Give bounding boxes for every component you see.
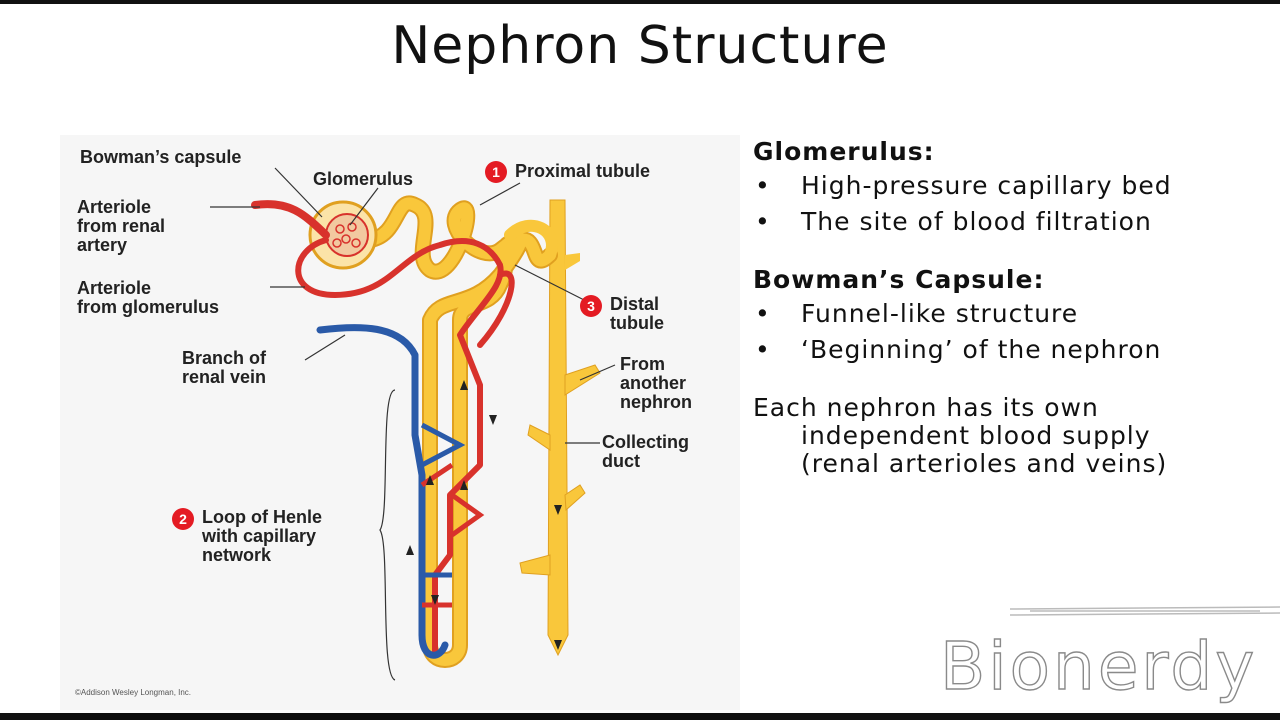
badge-distal: 3	[580, 295, 602, 317]
bullet-item: High-pressure capillary bed	[753, 172, 1193, 201]
label-from-another-nephron: From another nephron	[620, 354, 692, 412]
label-loop-text: Loop of Henle with capillary network	[202, 507, 322, 565]
label-bowmans-capsule: Bowman’s capsule	[80, 147, 242, 167]
afferent-arteriole	[251, 200, 330, 239]
label-collecting-duct: Collecting duct	[602, 432, 690, 471]
label-branch-of-renal-vein: Branch of renal vein	[182, 348, 267, 387]
label-proximal-text: Proximal tubule	[515, 160, 651, 181]
glomerulus-section: Glomerulus: High-pressure capillary bed …	[753, 137, 1193, 237]
label-arteriole-from-glomerulus: Arteriole from glomerulus	[77, 278, 220, 317]
watermark-underline	[1010, 606, 1280, 616]
bowmans-section: Bowman’s Capsule: Funnel-like structure …	[753, 265, 1193, 365]
top-border	[0, 0, 1280, 4]
badge-loop: 2	[172, 508, 194, 530]
bottom-border	[0, 713, 1280, 720]
notes-panel: Glomerulus: High-pressure capillary bed …	[753, 138, 1193, 478]
bullet-item: The site of blood filtration	[753, 208, 1193, 237]
nephron-diagram: Bowman’s capsule Glomerulus 1 Proximal tu…	[60, 135, 740, 710]
label-distal-text: Distal tubule	[610, 294, 664, 333]
watermark-logo: Bionerdy	[939, 627, 1258, 705]
label-distal-tubule: 3 Distal tubule	[580, 295, 664, 333]
bullet-item: Funnel-like structure	[753, 300, 1193, 329]
label-arteriole-from-renal-artery: Arteriole from renal artery	[77, 197, 166, 255]
label-proximal-tubule: 1 Proximal tubule	[485, 161, 650, 183]
nephron-illustration	[210, 167, 616, 681]
summary-text: Each nephron has its own independent blo…	[753, 393, 1168, 478]
label-loop-of-henle: 2 Loop of Henle with capillary network	[172, 508, 322, 565]
slide-title: Nephron Structure	[391, 16, 889, 76]
efferent-arteriole	[295, 237, 504, 658]
bullet-item: ‘Beginning’ of the nephron	[753, 336, 1193, 365]
image-credit: ©Addison Wesley Longman, Inc.	[75, 688, 192, 697]
label-glomerulus: Glomerulus	[313, 169, 414, 189]
badge-proximal: 1	[485, 161, 507, 183]
bowmans-heading: Bowman’s Capsule:	[753, 265, 1045, 294]
glomerulus-heading: Glomerulus:	[753, 137, 935, 166]
renal-vein-branch	[316, 324, 449, 659]
